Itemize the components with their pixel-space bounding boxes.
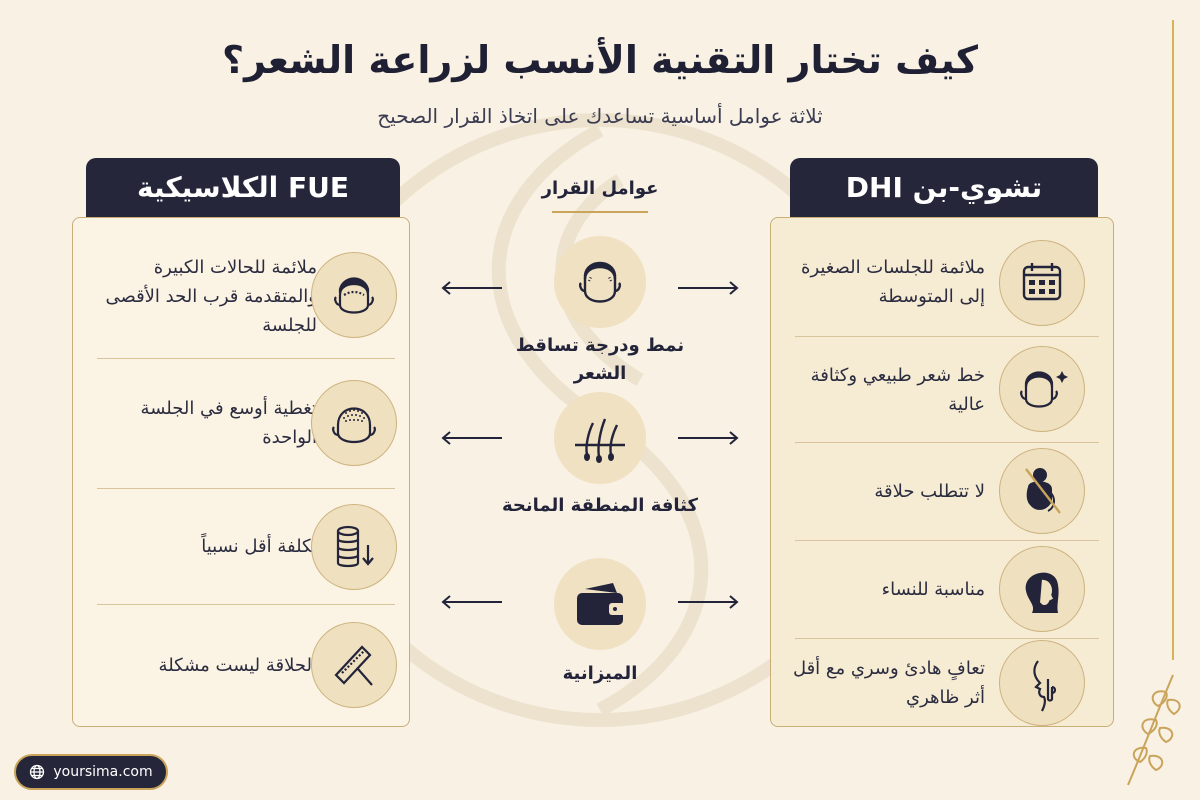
dhi-item: تعافٍ هادئ وسري مع أقل أثر ظاهري (771, 640, 1113, 726)
page-subtitle: ثلاثة عوامل أساسية تساعدك على اتخاذ القر… (377, 104, 823, 128)
coins-down-icon (311, 504, 397, 590)
woman-icon (999, 546, 1085, 632)
quiet-icon (999, 640, 1085, 726)
dhi-item: خط شعر طبيعي وكثافة عالية (771, 338, 1113, 442)
dhi-item-text: ملائمة للجلسات الصغيرة إلى المتوسطة (801, 257, 985, 307)
factor-label: الميزانية (562, 663, 638, 684)
hair-follicles-icon (554, 392, 646, 484)
calendar-icon (999, 240, 1085, 326)
razor-icon (311, 622, 397, 708)
head-icon (554, 236, 646, 328)
page-title: كيف تختار التقنية الأنسب لزراعة الشعر؟ (222, 38, 978, 82)
fue-item-text: ملائمة للحالات الكبيرة والمتقدمة قرب الح… (105, 256, 317, 336)
fue-panel: ملائمة للحالات الكبيرة والمتقدمة قرب الح… (72, 217, 410, 727)
wallet-icon (554, 558, 646, 650)
dhi-item: ملائمة للجلسات الصغيرة إلى المتوسطة (771, 228, 1113, 336)
dhi-item-text: لا تتطلب حلاقة (874, 480, 985, 502)
dhi-item-text: خط شعر طبيعي وكثافة عالية (810, 365, 985, 415)
natural-hairline-icon (999, 346, 1085, 432)
dhi-item-text: تعافٍ هادئ وسري مع أقل أثر ظاهري (792, 658, 985, 708)
website-badge[interactable]: yoursima.com (14, 754, 168, 790)
head-grafts-icon (311, 380, 397, 466)
website-url[interactable]: yoursima.com (53, 764, 153, 780)
arrow-right-icon (678, 595, 739, 609)
dhi-item: لا تتطلب حلاقة (771, 444, 1113, 538)
decision-factors-header: عوامل القرار (541, 178, 659, 199)
dhi-panel: ملائمة للجلسات الصغيرة إلى المتوسطة خط ش… (770, 217, 1114, 727)
head-hairline-icon (311, 252, 397, 338)
globe-icon (30, 764, 45, 780)
gold-divider-line (1172, 20, 1174, 660)
header-underline (552, 211, 648, 213)
fue-item: ملائمة للحالات الكبيرة والمتقدمة قرب الح… (73, 236, 409, 356)
fue-header: FUE الكلاسيكية (86, 158, 400, 218)
arrow-right-icon (678, 431, 739, 445)
leaf-branch-icon (1127, 674, 1181, 786)
dhi-item: مناسبة للنساء (771, 542, 1113, 636)
no-shave-icon (999, 448, 1085, 534)
fue-item: الحلاقة ليست مشكلة (73, 606, 409, 724)
fue-item-text: تغطية أوسع في الجلسة الواحدة (140, 398, 317, 448)
dhi-header: تشوي-بن DHI (790, 158, 1098, 218)
fue-item: تغطية أوسع في الجلسة الواحدة (73, 360, 409, 486)
arrow-right-icon (678, 281, 739, 295)
fue-item-text: تكلفة أقل نسبياً (201, 535, 317, 557)
fue-item-text: الحلاقة ليست مشكلة (158, 654, 317, 676)
factor-label: نمط ودرجة تساقط الشعر (515, 335, 685, 384)
fue-item: تكلفة أقل نسبياً (73, 490, 409, 602)
arrow-left-icon (441, 281, 502, 295)
arrow-left-icon (441, 595, 502, 609)
factor-label: كثافة المنطقة المانحة (502, 495, 698, 516)
arrow-left-icon (441, 431, 502, 445)
dhi-item-text: مناسبة للنساء (881, 578, 985, 600)
